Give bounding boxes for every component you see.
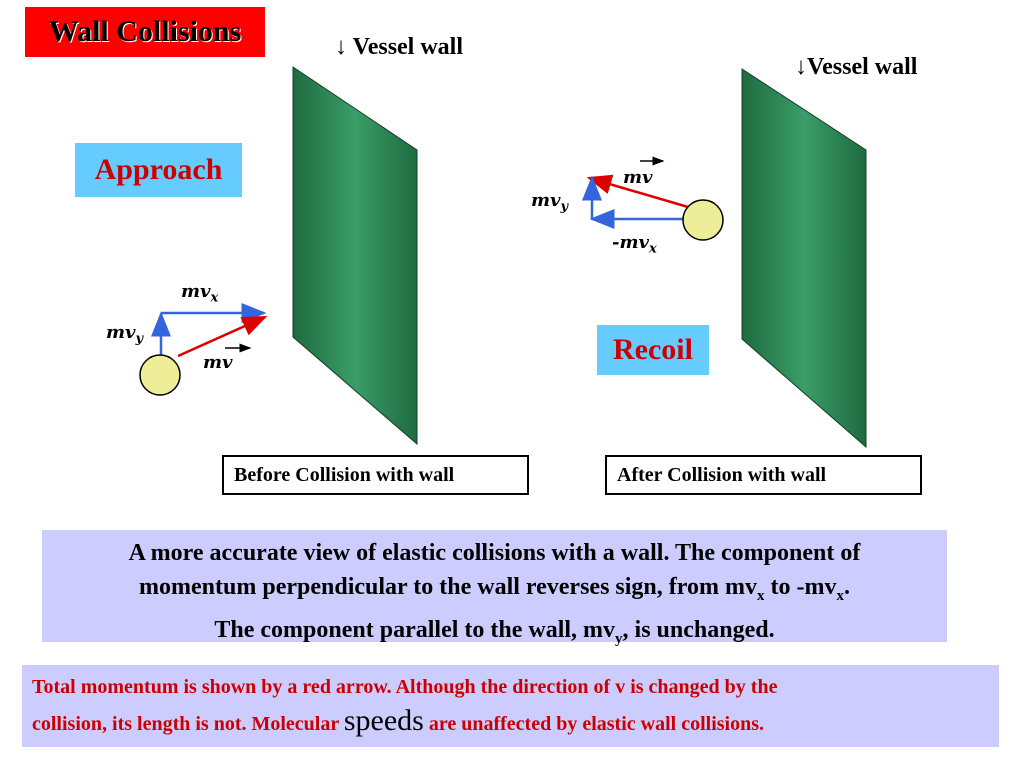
approach-mvy-label: mvy	[106, 322, 144, 347]
explanation-text: A more accurate view of elastic collisio…	[42, 530, 947, 647]
total-note-line-2: collision, its length is not. Molecular …	[32, 704, 764, 737]
recoil-neg-mvx-label: -mvx	[612, 232, 657, 257]
recoil-mv-label: mv	[623, 167, 653, 188]
vessel-wall-left	[292, 66, 418, 446]
before-collision-caption: Before Collision with wall	[222, 455, 529, 495]
approach-label: Approach	[75, 143, 242, 197]
approach-mv-label: mv	[203, 352, 233, 373]
slide-title: Wall Collisions	[25, 7, 265, 57]
approach-mv-arrow	[177, 315, 268, 358]
recoil-label: Recoil	[597, 325, 709, 375]
molecule-after	[682, 199, 724, 241]
recoil-mvy-label: mvy	[531, 190, 569, 215]
vessel-wall-right	[741, 68, 867, 449]
molecule-before	[139, 354, 181, 396]
recoil-mv-arrow	[586, 174, 689, 209]
explanation-line-3: The component parallel to the wall, mvy,…	[214, 616, 775, 647]
total-note-line-1: Total momentum is shown by a red arrow. …	[32, 676, 778, 698]
vessel-wall-label-left: ↓ Vessel wall	[335, 34, 464, 60]
approach-mvx-label: mvx	[181, 281, 219, 306]
explanation-line-2: momentum perpendicular to the wall rever…	[139, 574, 850, 604]
after-collision-caption: After Collision with wall	[605, 455, 922, 495]
vessel-wall-label-right: ↓Vessel wall	[795, 54, 918, 80]
total-momentum-note: Total momentum is shown by a red arrow. …	[22, 665, 999, 747]
explanation-line-1: A more accurate view of elastic collisio…	[128, 540, 861, 566]
